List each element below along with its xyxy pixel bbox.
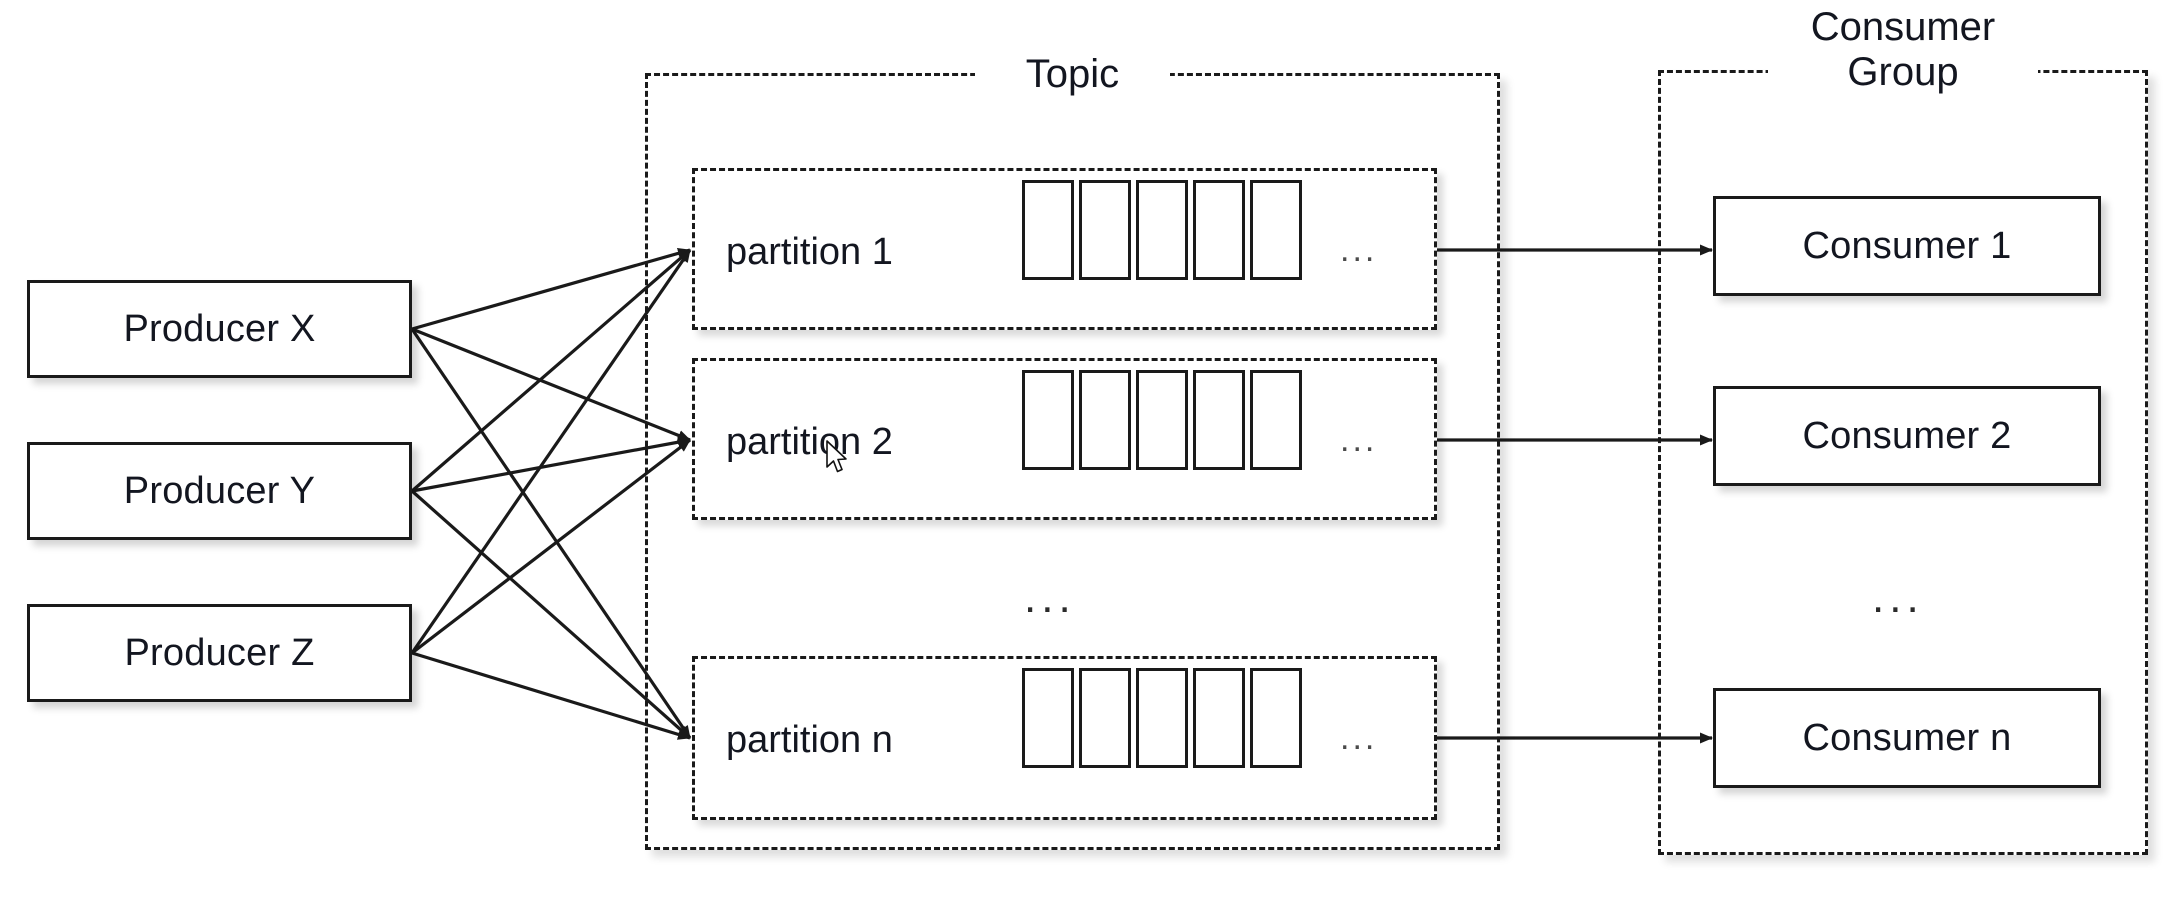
messages-ellipsis-1: ... — [1340, 231, 1378, 269]
consumer-label: Consumer 1 — [1802, 224, 2012, 267]
message-cell — [1079, 180, 1131, 280]
messages-ellipsis-2: ... — [1340, 421, 1378, 459]
message-cell — [1136, 180, 1188, 280]
message-cell — [1022, 370, 1074, 470]
consumer-box-n[interactable]: Consumer n — [1713, 688, 2101, 788]
message-cell — [1079, 668, 1131, 768]
consumer-box-2[interactable]: Consumer 2 — [1713, 386, 2101, 486]
message-cell — [1022, 180, 1074, 280]
message-cell — [1136, 668, 1188, 768]
partition-messages-2 — [1022, 370, 1302, 470]
producer-label: Producer Y — [123, 469, 316, 512]
partition-gap-ellipsis: ... — [1024, 573, 1076, 622]
consumer-gap-ellipsis: ... — [1872, 573, 1924, 622]
message-cell — [1250, 370, 1302, 470]
producer-box-z[interactable]: Producer Z — [27, 604, 412, 702]
message-cell — [1250, 668, 1302, 768]
message-cell — [1079, 370, 1131, 470]
consumer-group-title: Consumer Group — [1768, 5, 2038, 115]
partition-messages-1 — [1022, 180, 1302, 280]
consumer-label: Consumer n — [1802, 716, 2012, 759]
producer-label: Producer X — [123, 307, 316, 350]
message-cell — [1193, 370, 1245, 470]
topic-title: Topic — [975, 46, 1170, 102]
partition-label-1: partition 1 — [726, 231, 893, 273]
message-cell — [1193, 180, 1245, 280]
consumer-label: Consumer 2 — [1802, 414, 2012, 457]
partition-label-2: partition 2 — [726, 421, 893, 463]
message-cell — [1250, 180, 1302, 280]
consumer-box-1[interactable]: Consumer 1 — [1713, 196, 2101, 296]
producer-box-x[interactable]: Producer X — [27, 280, 412, 378]
producer-box-y[interactable]: Producer Y — [27, 442, 412, 540]
message-cell — [1193, 668, 1245, 768]
partition-label-n: partition n — [726, 719, 893, 761]
messages-ellipsis-n: ... — [1340, 719, 1378, 757]
message-cell — [1022, 668, 1074, 768]
message-cell — [1136, 370, 1188, 470]
producer-label: Producer Z — [124, 631, 315, 674]
partition-messages-n — [1022, 668, 1302, 768]
